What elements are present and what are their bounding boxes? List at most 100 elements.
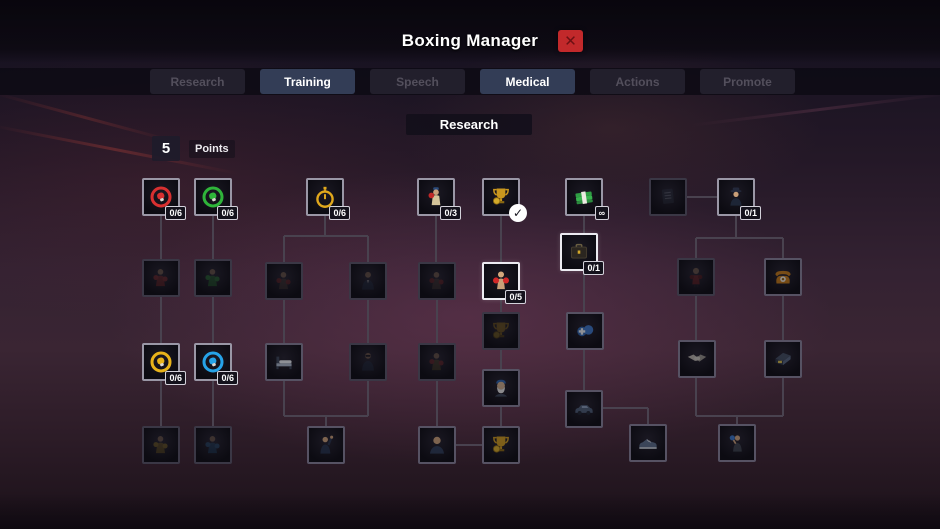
close-button[interactable]: ✕ <box>558 30 583 52</box>
green-glove-skill-node[interactable]: 0/6 <box>194 178 238 220</box>
glove-red-icon <box>148 184 174 210</box>
contracts-node[interactable] <box>649 178 687 216</box>
bed-icon <box>271 349 297 375</box>
champion-boxer-skill-node[interactable]: 0/5 <box>482 262 526 304</box>
tree-connector <box>736 416 738 424</box>
sparring-boxer-node[interactable] <box>265 262 303 300</box>
medical-gloves-node[interactable] <box>566 312 604 350</box>
tab-training[interactable]: Training <box>260 69 355 94</box>
tree-connector <box>500 407 502 426</box>
tree-connector <box>583 350 585 390</box>
tab-bar: Research Training Speech Medical Actions Prom… <box>150 69 795 94</box>
tree-connector <box>583 216 585 234</box>
boxer-trainer-icon <box>423 184 449 210</box>
stopwatch-icon <box>312 184 338 210</box>
victory-man-icon <box>313 432 339 458</box>
boxer-training-skill-node[interactable]: 0/3 <box>417 178 461 220</box>
trophy-lower-node[interactable] <box>482 426 520 464</box>
tree-connector <box>212 381 214 426</box>
referee-node[interactable] <box>718 424 756 462</box>
money-skill-node[interactable]: ∞ <box>565 178 609 220</box>
blue-boxer-node[interactable] <box>194 426 232 464</box>
coach-suit-man-node[interactable] <box>349 262 387 300</box>
old-trainer-node[interactable] <box>482 369 520 407</box>
boxer-blue-icon <box>200 432 226 458</box>
tree-connector <box>782 378 784 416</box>
tab-speech[interactable]: Speech <box>370 69 465 94</box>
glove-green-icon <box>200 184 226 210</box>
tree-connector <box>324 216 326 236</box>
tree-connector <box>500 350 502 369</box>
tab-medical[interactable]: Medical <box>480 69 575 94</box>
tree-connector <box>284 235 368 237</box>
red-boxer-node[interactable] <box>142 259 180 297</box>
agent-skill-node[interactable]: 0/1 <box>717 178 761 220</box>
tab-actions[interactable]: Actions <box>590 69 685 94</box>
boxer-red-icon <box>148 265 174 291</box>
trophy-skill-node[interactable]: ✓ <box>482 178 527 222</box>
stopwatch-skill-node[interactable]: 0/6 <box>306 178 350 220</box>
section-title: Research <box>406 114 532 135</box>
blue-glove-skill-node[interactable]: 0/6 <box>194 343 238 385</box>
tree-connector <box>160 216 162 259</box>
boxer-dark-icon <box>271 268 297 294</box>
tab-research[interactable]: Research <box>150 69 245 94</box>
top-shade <box>0 0 940 63</box>
yellow-glove-skill-node[interactable]: 0/6 <box>142 343 186 385</box>
laptop-icon <box>770 346 796 372</box>
briefcase-skill-badge: 0/1 <box>583 261 604 275</box>
points-value: 5 <box>152 136 180 161</box>
tree-connector <box>782 238 784 258</box>
sneaker-icon <box>635 430 661 456</box>
boxer-gold-icon <box>148 432 174 458</box>
trophy-icon <box>488 184 514 210</box>
rest-bed-node[interactable] <box>265 343 303 381</box>
referee-icon <box>724 430 750 456</box>
boxer-mid-lower-node[interactable] <box>418 343 456 381</box>
tree-connector <box>696 237 783 239</box>
shades-man-icon <box>355 349 381 375</box>
tab-promote[interactable]: Promote <box>700 69 795 94</box>
points-indicator: 5 Points <box>152 136 235 161</box>
tree-connector <box>367 381 369 416</box>
red-glove-skill-node[interactable]: 0/6 <box>142 178 186 220</box>
tree-connector <box>500 216 502 262</box>
kid-boxer-node[interactable] <box>677 258 715 296</box>
agent-hat-icon <box>723 184 749 210</box>
tree-connector <box>367 300 369 343</box>
trophy-locked-node[interactable] <box>482 312 520 350</box>
handshake-node[interactable] <box>678 340 716 378</box>
contracts-icon <box>655 184 681 210</box>
gold-boxer-node[interactable] <box>142 426 180 464</box>
briefcase-skill-node[interactable]: 0/1 <box>560 233 604 275</box>
money-icon <box>571 184 597 210</box>
tree-connector <box>283 300 285 343</box>
blue-glove-skill-badge: 0/6 <box>217 371 238 385</box>
car-node[interactable] <box>565 390 603 428</box>
sneaker-node[interactable] <box>629 424 667 462</box>
portrait-man-node[interactable] <box>418 426 456 464</box>
tree-connector <box>695 296 697 340</box>
green-boxer-node[interactable] <box>194 259 232 297</box>
glove-yellow-icon <box>148 349 174 375</box>
handshake-icon <box>684 346 710 372</box>
portrait-man-icon <box>424 432 450 458</box>
boxer-training-skill-badge: 0/3 <box>440 206 461 220</box>
trainer-icon <box>488 375 514 401</box>
tree-connector <box>436 300 438 343</box>
tree-connector <box>696 415 783 417</box>
boxer-mid-upper-node[interactable] <box>418 262 456 300</box>
telephone-node[interactable] <box>764 258 802 296</box>
tree-connector <box>456 444 483 446</box>
man-with-shades-node[interactable] <box>349 343 387 381</box>
victory-man-node[interactable] <box>307 426 345 464</box>
boxer-green-icon <box>200 265 226 291</box>
agent-skill-badge: 0/1 <box>740 206 761 220</box>
trophy-icon <box>488 432 514 458</box>
laptop-node[interactable] <box>764 340 802 378</box>
tree-connector <box>283 236 285 262</box>
tree-connector <box>436 381 438 426</box>
tree-connector <box>367 236 369 262</box>
tree-connector <box>583 271 585 312</box>
